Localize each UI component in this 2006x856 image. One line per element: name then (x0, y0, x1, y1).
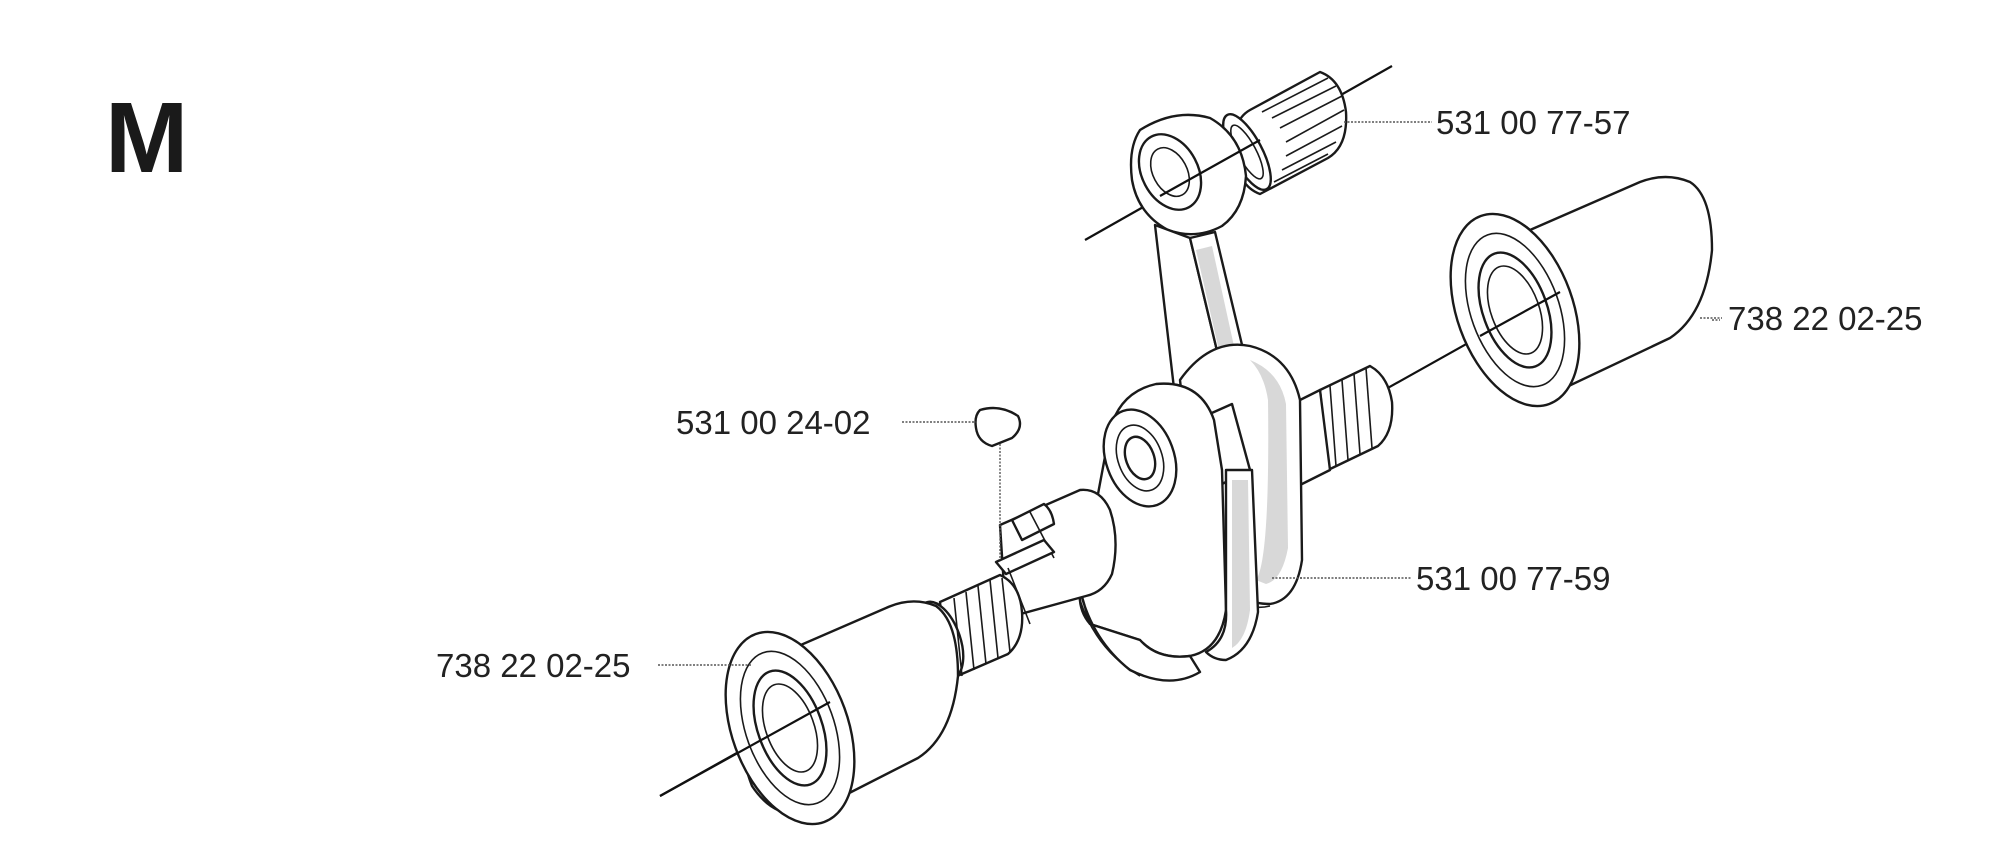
piston-pin-axis-visible-segment (1159, 139, 1261, 197)
part-label-woodruff-key: 531 00 24-02 (676, 404, 871, 441)
section-letter: M (105, 82, 188, 194)
part-label-main-bearing-right: 738 22 02-25 (1728, 300, 1923, 337)
part-label-needle-bearing: 531 00 77-57 (1436, 104, 1631, 141)
part-label-main-bearing-left: 738 22 02-25 (436, 647, 631, 684)
crankshaft-part[interactable] (908, 343, 1394, 685)
woodruff-key-part[interactable] (974, 406, 1022, 448)
part-label-crankshaft: 531 00 77-59 (1416, 560, 1611, 597)
main-bearing-left-part[interactable] (701, 600, 960, 841)
main-bearing-right-part[interactable] (1426, 175, 1714, 424)
left-axis-visible-segment (659, 701, 831, 797)
right-axis-visible-segment (1479, 291, 1561, 337)
